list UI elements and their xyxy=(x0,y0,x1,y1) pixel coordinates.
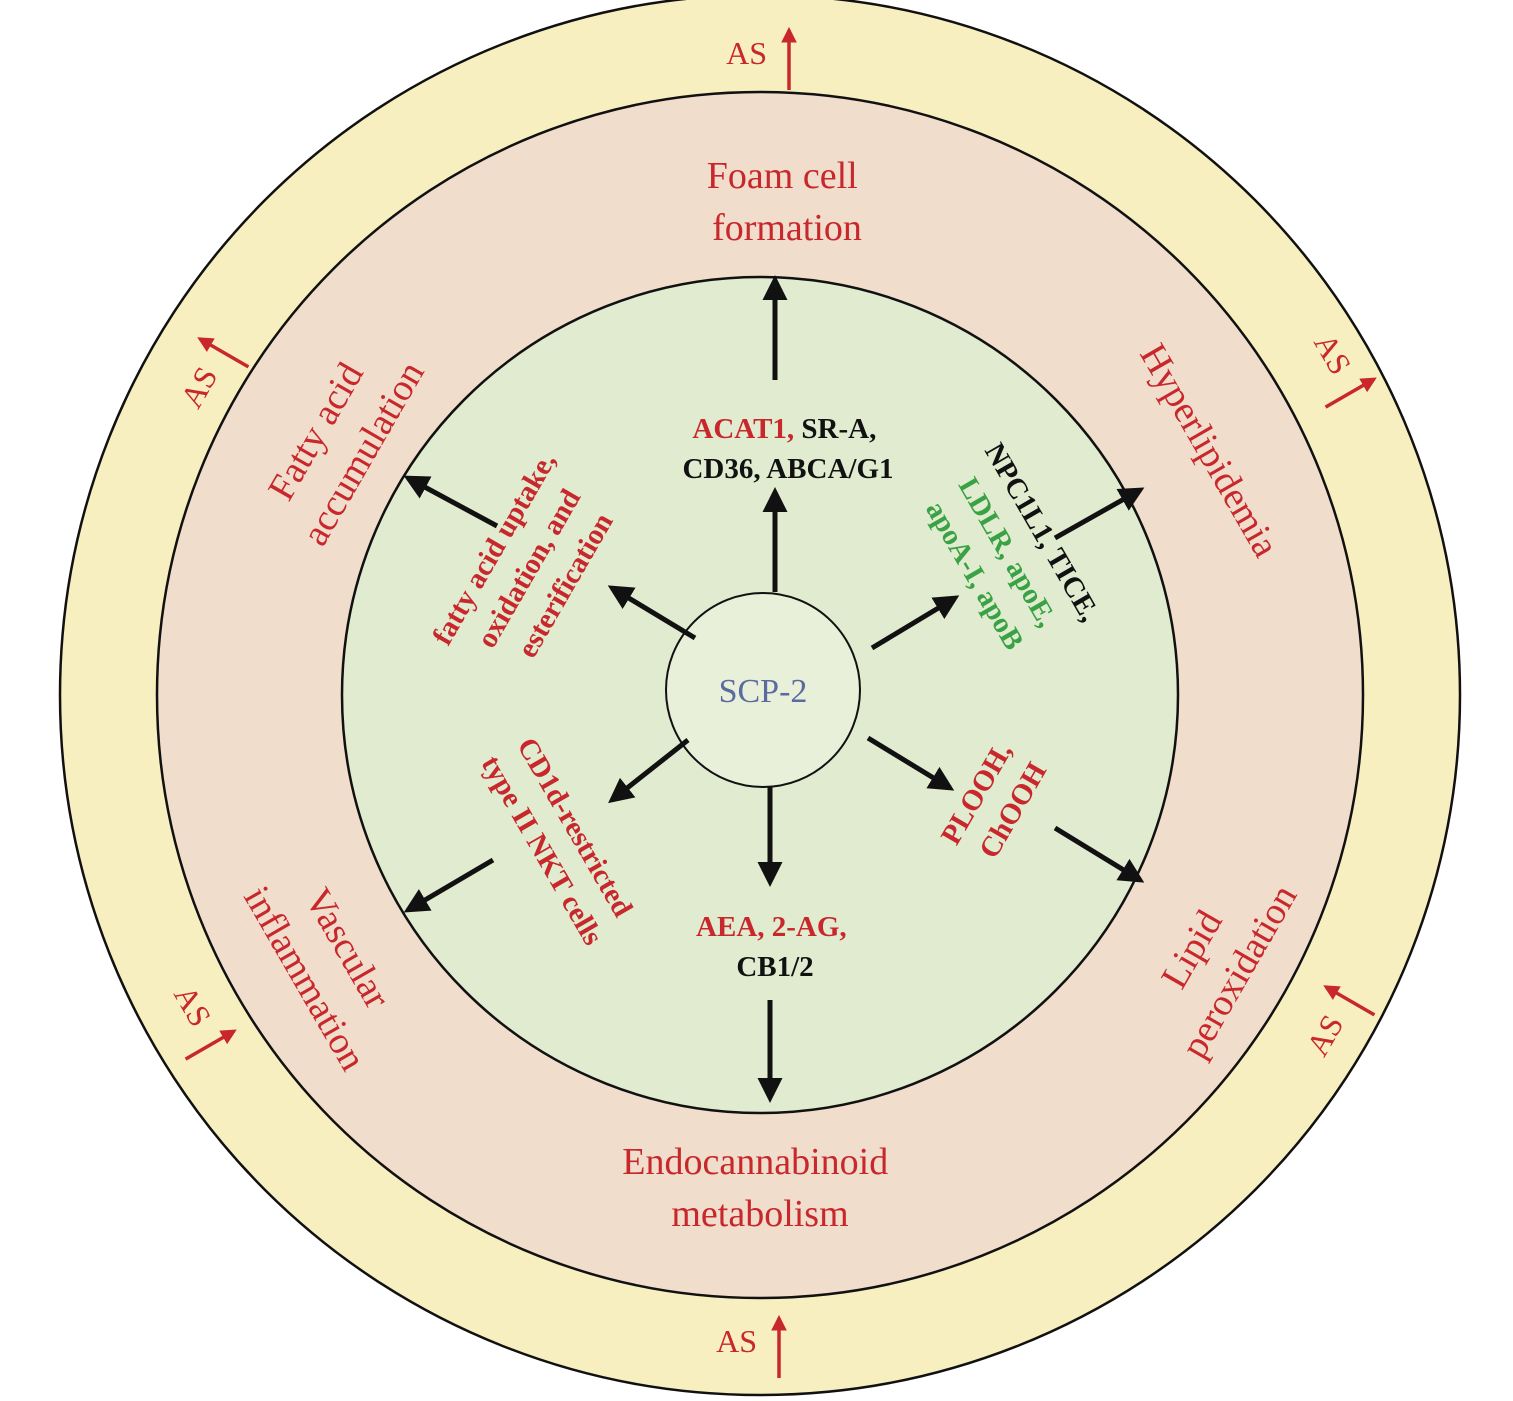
arrow-to-fatty-acid-accumulation xyxy=(403,475,499,529)
label-aea-group: AEA, 2-AG, CB1/2 xyxy=(696,911,854,983)
label-foam-cell: Foam cell formation xyxy=(707,155,867,249)
as-badge-top: AS xyxy=(726,26,797,90)
arrow-to-vascular-inflammation xyxy=(403,857,495,913)
center-label: SCP-2 xyxy=(719,673,808,710)
svg-text:AS: AS xyxy=(726,35,767,71)
arrow-center-to-npc xyxy=(870,595,960,651)
arrow-center-to-plooh xyxy=(866,735,955,791)
label-acat-group: ACAT1, SR-A, CD36, ABCA/G1 xyxy=(682,413,893,485)
arrow-to-lipid-peroxidation xyxy=(1053,825,1145,883)
center-disk xyxy=(665,592,861,788)
arrow-center-to-fatty-uptake xyxy=(607,585,697,641)
arrow-to-hyperlipidemia xyxy=(1053,487,1145,541)
as-badge-bottom: AS xyxy=(716,1314,787,1378)
arrow-center-to-cd1d xyxy=(608,738,690,804)
svg-text:AS: AS xyxy=(716,1323,757,1359)
label-endocannabinoid: Endocannabinoid metabolism xyxy=(622,1141,897,1235)
